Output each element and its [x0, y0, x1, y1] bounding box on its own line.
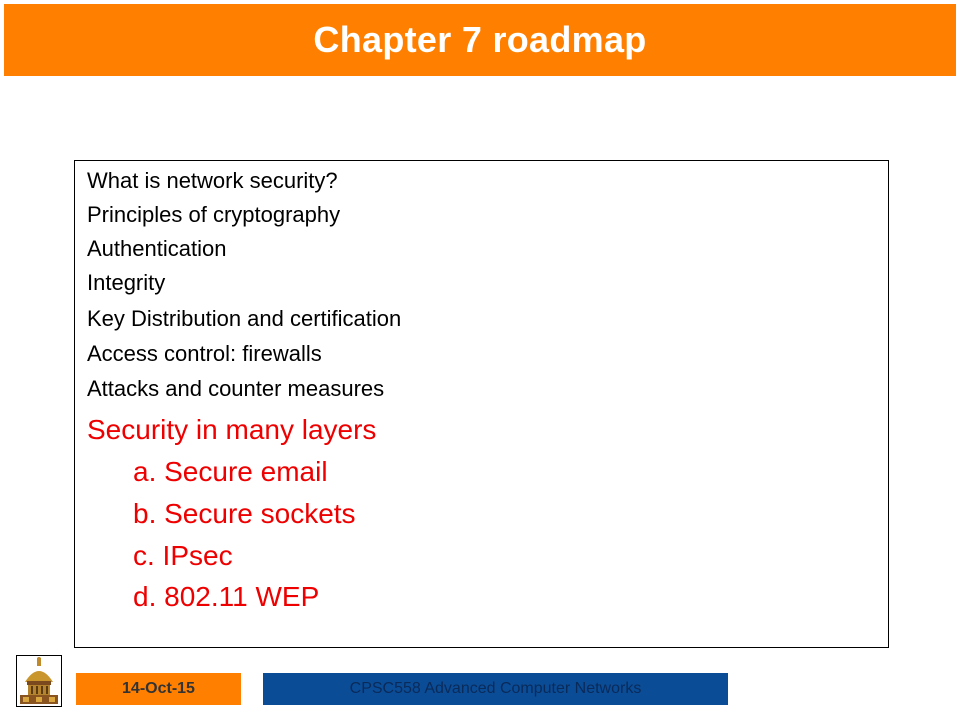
- roadmap-item: Key Distribution and certification: [87, 306, 402, 331]
- roadmap-item: Access control: firewalls: [87, 341, 322, 366]
- roadmap-subitem: b. Secure sockets: [133, 498, 356, 529]
- roadmap-subitem: c. IPsec: [133, 540, 233, 571]
- footer-course: CPSC558 Advanced Computer Networks: [263, 673, 728, 705]
- roadmap-subitem: d. 802.11 WEP: [133, 581, 320, 612]
- roadmap-item: What is network security?: [87, 168, 338, 193]
- dome-icon: [17, 656, 61, 706]
- roadmap-subitem: a. Secure email: [133, 456, 328, 487]
- roadmap-item: Authentication: [87, 236, 227, 261]
- title-bar: Chapter 7 roadmap: [4, 4, 956, 76]
- roadmap-item: Principles of cryptography: [87, 202, 341, 227]
- roadmap-item: Integrity: [87, 270, 166, 295]
- roadmap-highlight-heading: Security in many layers: [87, 414, 377, 445]
- course-text: CPSC558 Advanced Computer Networks: [349, 680, 642, 697]
- slide-title: Chapter 7 roadmap: [313, 19, 647, 60]
- footer-date: 14-Oct-15: [76, 673, 241, 705]
- date-text: 14-Oct-15: [122, 680, 195, 697]
- roadmap-item: Attacks and counter measures: [87, 376, 385, 401]
- university-logo: [16, 655, 62, 707]
- roadmap-box: What is network security? Principles of …: [74, 160, 889, 648]
